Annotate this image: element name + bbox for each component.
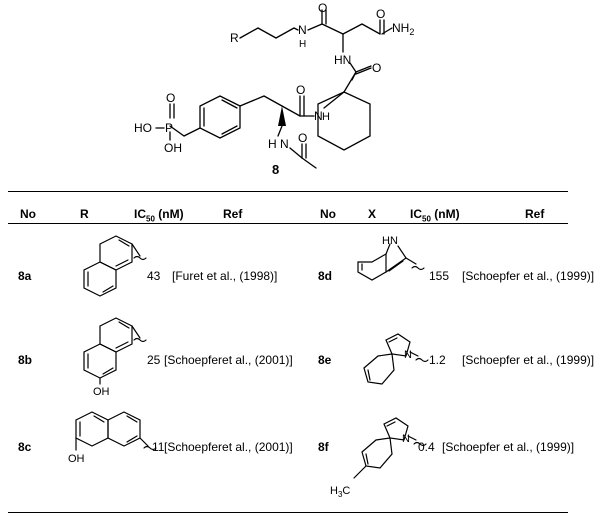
ho-label: HO — [134, 121, 152, 135]
table-top-rule — [8, 191, 568, 192]
substituent-8d-indolyl: HN — [357, 235, 425, 281]
hydroxyl-8b-label: OH — [93, 386, 110, 398]
substituent-8f-methylindolyl: N H3C — [330, 417, 427, 499]
header-r: R — [80, 207, 89, 221]
header-ref-right: Ref — [525, 207, 545, 221]
substituent-8e-indolyl: N — [363, 333, 429, 385]
nh2-label: NH2 — [392, 21, 414, 37]
compound-id-8d: 8d — [318, 269, 333, 283]
compound-id-8e: 8e — [318, 353, 332, 367]
header-no-left: No — [20, 207, 36, 221]
carbonyl-o-label-4: O — [296, 83, 305, 97]
ic50-8e: 1.2 — [429, 353, 446, 367]
oh-label: OH — [164, 141, 182, 155]
ref-8b: [Schoepferet al., (2001)] — [164, 353, 293, 367]
compound-id-8f: 8f — [318, 440, 329, 454]
amide-n-label: N — [298, 23, 307, 37]
substituent-8c-hydroxynaphthyl: OH — [68, 411, 157, 465]
hn-mid-label: HN — [334, 53, 351, 67]
carbonyl-o-label-3: O — [372, 61, 381, 75]
compound-id-8c: 8c — [18, 440, 32, 454]
amide-h-right-label: H — [322, 111, 330, 123]
ref-8d: [Schoepfer et al., (1999)] — [462, 269, 595, 283]
ref-8c: [Schoepferet al., (2001)] — [164, 440, 293, 454]
ic50-8f: 0.4 — [418, 440, 435, 454]
header-x: X — [368, 207, 377, 221]
phosphoryl-o-label: O — [166, 91, 175, 105]
substituent-8a-naphthyl — [83, 235, 147, 297]
carbonyl-o-label-2: O — [376, 7, 385, 21]
r-group-label: R — [230, 31, 239, 45]
ic50-8d: 155 — [429, 269, 450, 283]
compound-id-8a: 8a — [18, 269, 32, 283]
nh-8d-label: HN — [382, 235, 398, 247]
amide-n-right-label: N — [314, 109, 323, 123]
hydroxyl-8c-label: OH — [68, 453, 85, 465]
carbonyl-o-label-1: O — [318, 1, 327, 15]
compound-8-structure: R N H O O NH2 HN O O N H O P HO OH H N O… — [134, 1, 414, 177]
carbonyl-o-label-6: O — [298, 131, 307, 145]
ref-8f: [Schoepfer et al., (1999)] — [442, 440, 575, 454]
header-ic50-right: IC50 (nM) — [410, 207, 460, 224]
amide-h-label: H — [299, 39, 306, 50]
header-no-right: No — [320, 207, 336, 221]
n-bottom-label: N — [280, 137, 289, 151]
table-bottom-rule — [8, 512, 568, 513]
table-header-rule — [8, 223, 568, 224]
ic50-8b: 25 — [147, 353, 161, 367]
ref-8e: [Schoepfer et al., (1999)] — [462, 353, 595, 367]
h-bottom-label: H — [268, 137, 277, 151]
ic50-8c: 11 — [152, 440, 165, 454]
n-8f-label: N — [402, 433, 410, 445]
ic50-8a: 43 — [147, 269, 161, 283]
phosphorus-label: P — [165, 121, 173, 135]
n-8e-label: N — [404, 349, 412, 361]
compound-number-label: 8 — [272, 162, 279, 177]
substituent-8b-hydroxynaphthyl: OH — [83, 317, 147, 398]
header-ic50-left: IC50 (nM) — [134, 207, 184, 224]
ref-8a: [Furet et al., (1998)] — [172, 269, 278, 283]
header-ref-left: Ref — [223, 207, 243, 221]
h3c-8f-label: H3C — [330, 485, 350, 499]
compound-id-8b: 8b — [18, 353, 33, 367]
